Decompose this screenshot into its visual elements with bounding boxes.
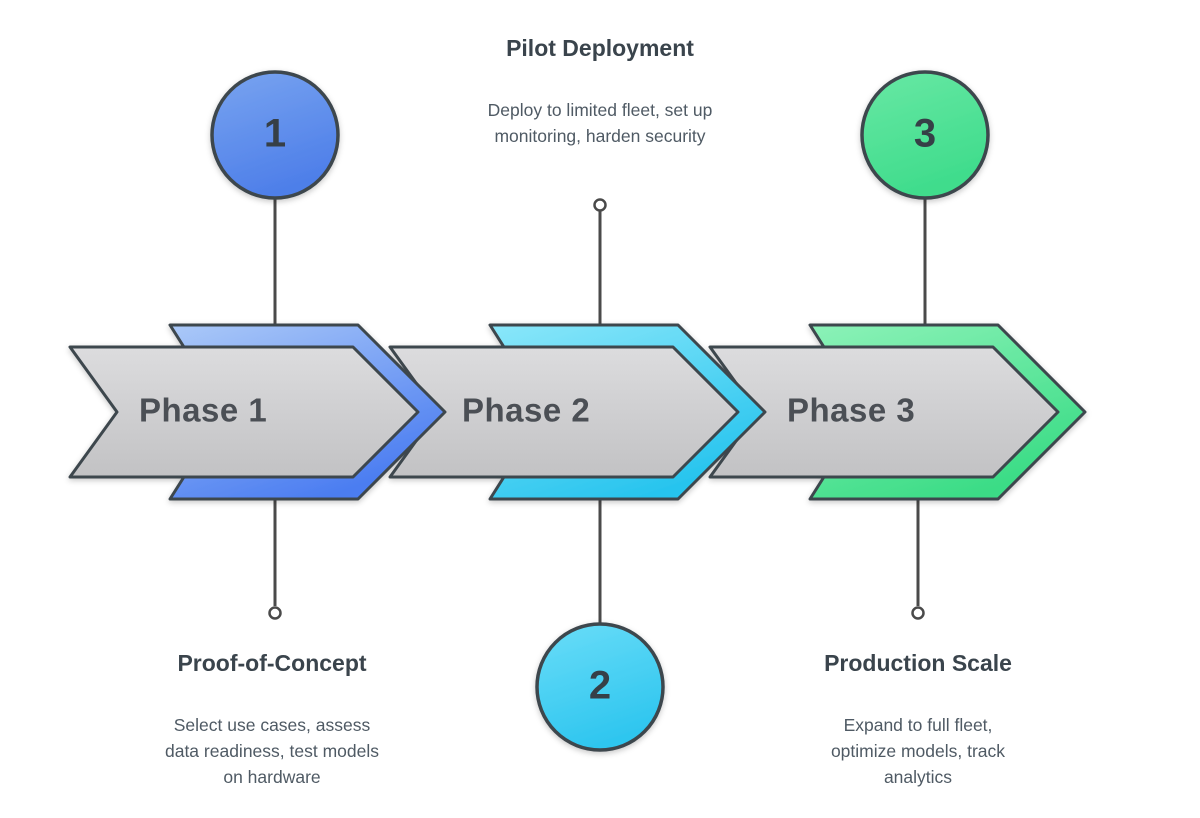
phase-3-connector-dot: [911, 606, 925, 620]
phase-2-milestone-circle: [535, 622, 665, 752]
phase-2-connector-dot: [593, 198, 607, 212]
arrow-band: [68, 323, 1087, 501]
phase-1-connector-dot: [268, 606, 282, 620]
phase-1-arrow: [68, 345, 420, 479]
phase-1-milestone-circle: [210, 70, 340, 200]
connector-lines: [268, 197, 927, 625]
milestone-circles: [210, 70, 990, 752]
phase-3-milestone-circle: [860, 70, 990, 200]
